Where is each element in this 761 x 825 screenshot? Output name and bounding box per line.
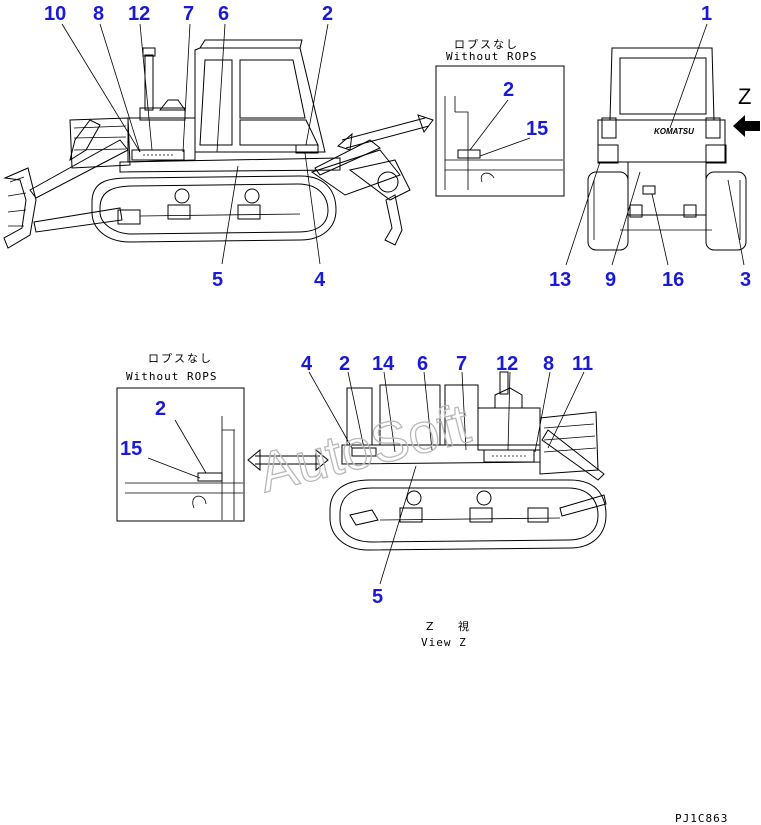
- komatsu-logo: KOMATSU: [654, 127, 694, 136]
- watermark: AutoSoft: [252, 391, 476, 504]
- callout-2: 2: [322, 3, 333, 25]
- callout-13: 13: [549, 269, 571, 291]
- callout-bottom-2: 2: [339, 353, 350, 375]
- callout-inset-bottom-15: 15: [120, 438, 142, 460]
- view-arrow-letter: Z: [738, 84, 751, 109]
- callout-bottom-11: 11: [572, 353, 593, 375]
- inset-top-title-jp: ロプスなし: [454, 38, 519, 51]
- view-z-caption-en: View Z: [421, 636, 467, 649]
- connector-arrow-top: [337, 114, 434, 151]
- callout-bottom-12: 12: [496, 353, 518, 375]
- callout-bottom-6: 6: [417, 353, 428, 375]
- inset-bottom-without-rops: [116, 387, 245, 522]
- callout-inset-top-2: 2: [503, 79, 514, 101]
- callout-5: 5: [212, 269, 223, 291]
- callout-10: 10: [44, 3, 66, 25]
- callout-16: 16: [662, 269, 684, 291]
- bottom-view-bulldozer: [329, 371, 607, 551]
- connector-arrow-bottom: [247, 448, 329, 472]
- side-view-bulldozer: [3, 39, 411, 249]
- inset-top-title-en: Without ROPS: [446, 50, 537, 63]
- callout-bottom-7: 7: [456, 353, 467, 375]
- callout-9: 9: [605, 269, 616, 291]
- inset-top-without-rops: [435, 65, 565, 197]
- view-z-caption-kanji: 視: [458, 619, 471, 633]
- callout-inset-bottom-2: 2: [155, 398, 166, 420]
- view-z-arrow: [733, 115, 760, 137]
- callout-6: 6: [218, 3, 229, 25]
- callout-bottom-14: 14: [372, 353, 395, 375]
- callout-8: 8: [93, 3, 104, 25]
- drawing-code: PJ1C863: [675, 812, 728, 825]
- inset-bottom-title-en: Without ROPS: [126, 370, 217, 383]
- callout-inset-top-15: 15: [526, 118, 548, 140]
- callout-12: 12: [128, 3, 150, 25]
- inset-bottom-title-jp: ロプスなし: [148, 352, 213, 365]
- rear-view-bulldozer: [587, 47, 747, 251]
- callout-bottom-8: 8: [543, 353, 554, 375]
- callout-bottom-4: 4: [301, 353, 313, 375]
- callout-7: 7: [183, 3, 194, 25]
- callout-1: 1: [701, 3, 712, 25]
- callout-4: 4: [314, 269, 326, 291]
- callout-bottom-5: 5: [372, 586, 383, 608]
- view-z-caption-letter: Z: [426, 620, 436, 633]
- leader-lines: [61, 23, 745, 585]
- callout-3: 3: [740, 269, 751, 291]
